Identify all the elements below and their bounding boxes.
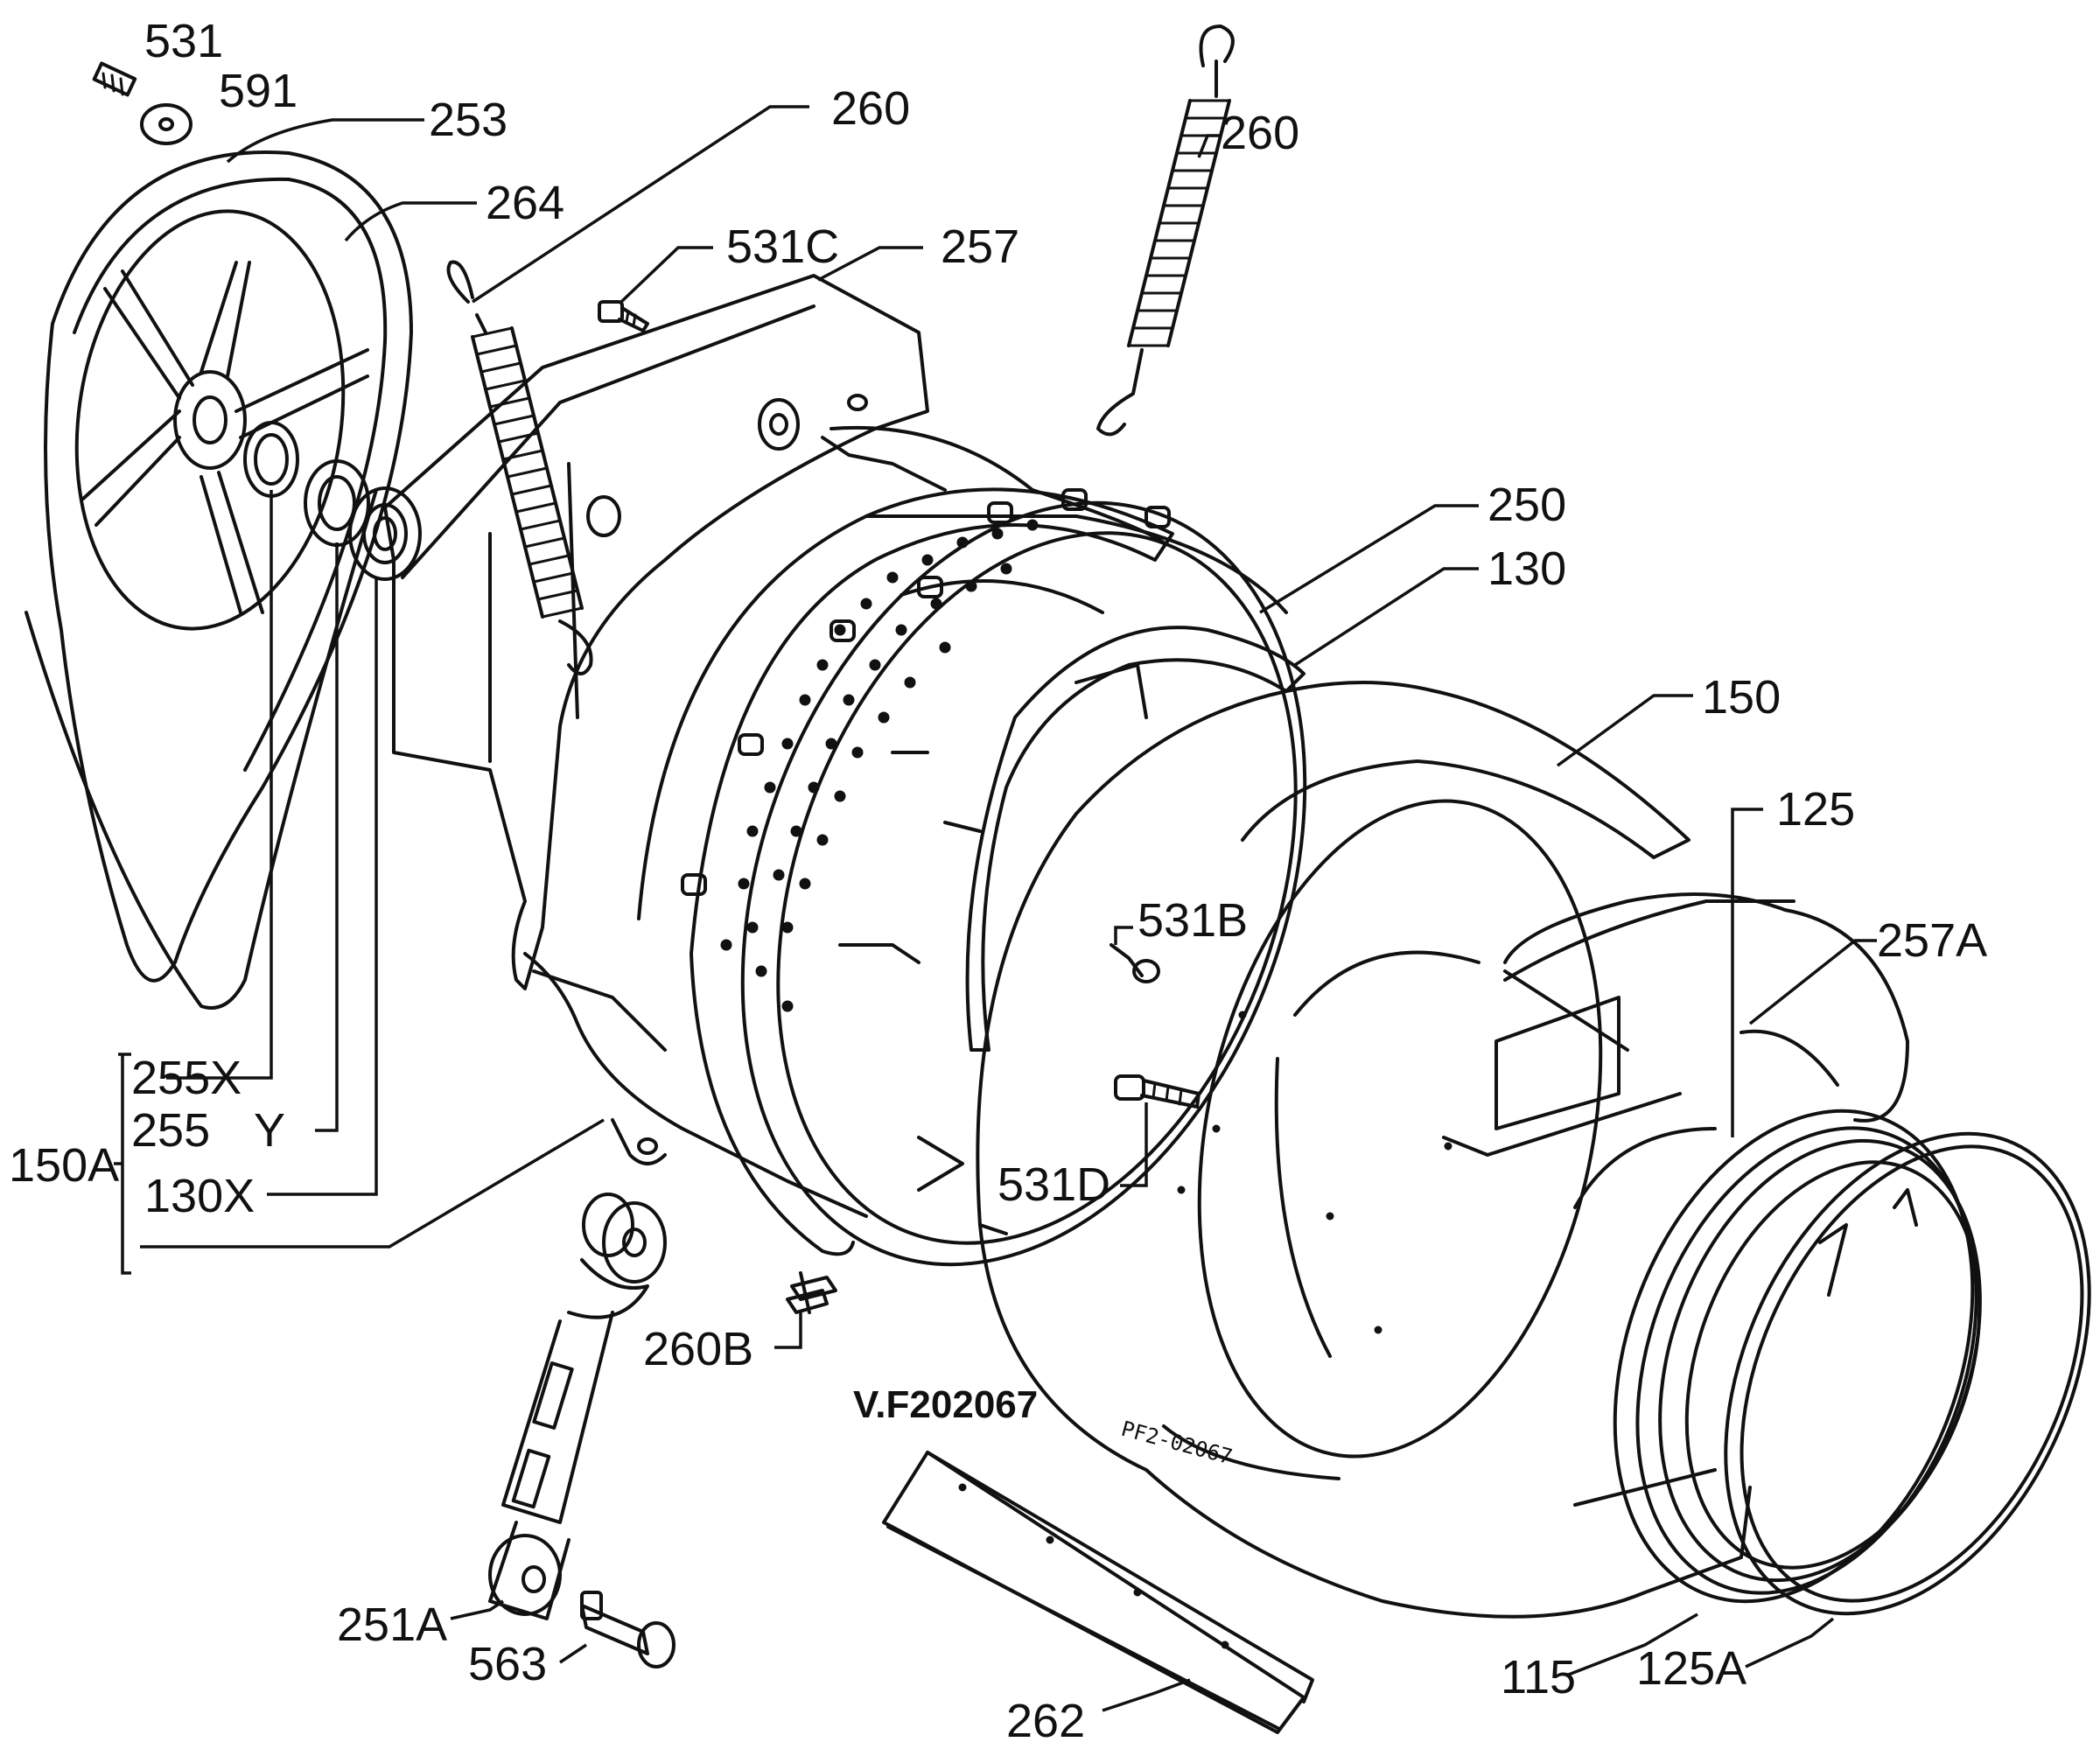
label-115: 115 [1501, 1651, 1576, 1704]
label-150: 150 [1702, 671, 1781, 724]
clip-260b [786, 1271, 837, 1314]
pulley-253 [44, 150, 413, 983]
label-531: 531 [144, 15, 223, 67]
diagram-code: V.F202067 [853, 1383, 1038, 1426]
label-260-top: 260 [831, 82, 910, 135]
label-250: 250 [1488, 479, 1566, 531]
front-panel-257a [1494, 892, 1909, 1130]
bolt-531 [92, 61, 137, 97]
label-125: 125 [1776, 783, 1855, 836]
drum-250 [637, 487, 1307, 1267]
screw-531d [1114, 1074, 1200, 1109]
label-257a: 257A [1877, 914, 1987, 967]
spring-260-left [446, 260, 593, 675]
part-labels: 531 591 253 264 260 260 531C 257 250 130… [9, 15, 1987, 1742]
screw-531b [1110, 943, 1160, 983]
label-255x: 255X [131, 1052, 242, 1104]
seal-ring-130 [965, 626, 1306, 1052]
label-251a: 251A [337, 1599, 447, 1651]
label-253: 253 [429, 94, 508, 146]
spring-260-right [1096, 24, 1235, 437]
clamp-ring-125a [1724, 1131, 2091, 1616]
bearing-255x [243, 421, 299, 498]
washer-591 [140, 103, 192, 145]
label-591: 591 [219, 65, 298, 117]
door-seal-125 [1573, 1109, 1982, 1604]
label-130: 130 [1488, 542, 1566, 595]
screw-531c [598, 300, 649, 332]
label-262: 262 [1006, 1695, 1085, 1742]
label-563: 563 [468, 1638, 547, 1690]
drive-belt [24, 488, 378, 1010]
bolt-563 [580, 1591, 676, 1669]
label-531b: 531B [1138, 894, 1248, 947]
label-257: 257 [941, 220, 1019, 273]
label-260-right: 260 [1221, 107, 1299, 159]
label-531c: 531C [726, 220, 839, 273]
label-150a: 150A [9, 1139, 119, 1192]
label-531d: 531D [998, 1158, 1110, 1211]
label-260b: 260B [643, 1323, 753, 1375]
label-255: 255 [131, 1104, 210, 1157]
shock-absorber-251a [488, 1193, 667, 1620]
leader-lines [114, 105, 1877, 1712]
counterweight-262 [882, 1451, 1314, 1734]
label-130x: 130X [144, 1170, 255, 1222]
label-y: Y [254, 1104, 285, 1157]
stamp-code: PF2-02067 [1118, 1417, 1235, 1470]
front-tub-150 [976, 681, 1796, 1619]
rear-tub-257 [383, 274, 1166, 1218]
label-264: 264 [486, 177, 564, 229]
label-125a: 125A [1636, 1642, 1746, 1695]
